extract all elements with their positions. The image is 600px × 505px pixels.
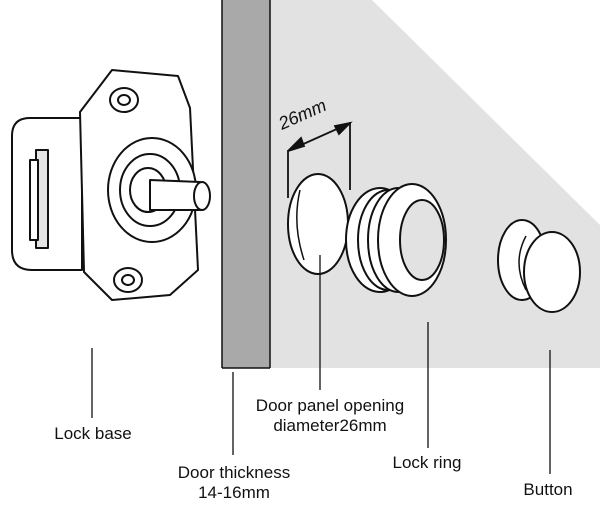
door-panel-opening [287, 173, 349, 275]
door-edge [222, 0, 270, 368]
label-lock-base: Lock base [54, 424, 132, 443]
label-door-panel-line1: Door panel opening [255, 396, 405, 415]
label-door-panel-line2: diameter26mm [273, 416, 387, 435]
button-drawing [497, 219, 581, 313]
label-door-thickness-line2: 14-16mm [198, 483, 270, 502]
label-button: Button [523, 480, 573, 499]
label-lock-ring: Lock ring [392, 453, 462, 472]
label-door-panel-opening: Door panel opening diameter26mm [256, 396, 404, 436]
dimension-indicator [287, 121, 353, 198]
label-door-thickness-line1: Door thickness [177, 463, 291, 482]
lock-base-drawing [11, 69, 211, 301]
lock-ring-drawing [345, 183, 447, 297]
label-door-thickness: Door thickness 14-16mm [178, 463, 290, 503]
